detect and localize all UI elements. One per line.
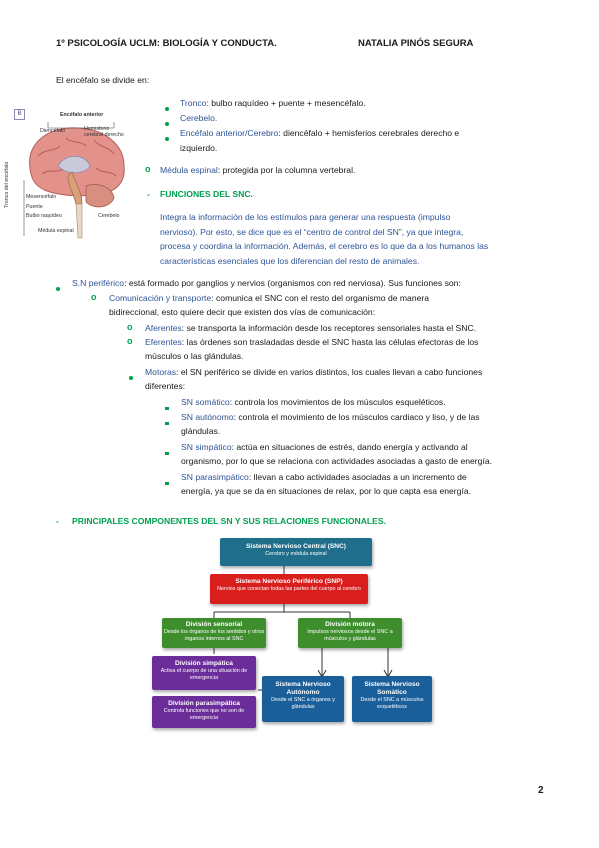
aferentes-item: Aferentes: se transporta la información … (145, 323, 477, 333)
square-bullet-icon (165, 447, 169, 457)
figure-badge: B (14, 109, 25, 120)
diagram-somatico-box: Sistema Nervioso Somático Desde el SNC a… (352, 676, 432, 722)
square-bullet-icon (165, 417, 169, 427)
list-item-cerebelo: Cerebelo. (180, 113, 218, 123)
componentes-title: PRINCIPALES COMPONENTES DEL SN Y SUS REL… (72, 516, 387, 526)
label-bulbo: Bulbo raquídeo (26, 213, 62, 219)
snp-item: S.N periférico: está formado por ganglio… (72, 278, 461, 288)
circle-bullet-icon: o (127, 322, 133, 332)
circle-bullet-icon: o (91, 292, 97, 302)
eferentes-cont: músculos o las glándulas. (145, 351, 244, 361)
diagram-simpatica-box: División simpática Activa el cuerpo de u… (152, 656, 256, 690)
funciones-title: FUNCIONES DEL SNC. (160, 189, 253, 199)
list-item-cerebro-cont: izquierdo. (180, 143, 218, 153)
circle-bullet-icon: o (127, 336, 133, 346)
list-item-cerebro: Encéfalo anterior/Cerebro: diencéfalo + … (180, 128, 460, 138)
comunicacion-cont: bidireccional, esto quiere decir que exi… (109, 307, 376, 317)
bullet-icon (129, 372, 133, 382)
dash-icon: - (147, 189, 150, 199)
header-left: 1º PSICOLOGÍA UCLM: BIOLOGÍA Y CONDUCTA. (56, 38, 277, 49)
page-number: 2 (538, 785, 544, 796)
label-puente: Puente (26, 204, 43, 210)
comunicacion-item: Comunicación y transporte: comunica el S… (109, 293, 430, 303)
intro-text: El encéfalo se divide en: (56, 75, 150, 85)
dash-icon: - (56, 516, 59, 526)
parasimpatico-cont: energía, ya que se da en situaciones de … (181, 486, 471, 496)
eferentes-item: Eferentes: las órdenes son trasladadas d… (145, 337, 479, 347)
diagram-autonomo-box: Sistema Nervioso Autónomo Desde el SNC a… (262, 676, 344, 722)
brain-figure: B Encéfalo anterior Diencéfalo Hemisferi… (4, 108, 134, 243)
label-medula: Médula espinal (38, 228, 74, 234)
label-hemisferio: Hemisferio cerebral derecho (84, 126, 124, 138)
motoras-item: Motoras: el SN periférico se divide en v… (145, 367, 483, 377)
label-tronco: Tronco del encéfalo (4, 161, 10, 208)
bullet-icon (165, 118, 169, 128)
label-cerebelo: Cerebelo (98, 213, 120, 219)
autonomo-item: SN autónomo: controla el movimiento de l… (181, 412, 480, 422)
bullet-icon (165, 133, 169, 143)
brain-illustration (23, 122, 125, 239)
diagram-sensorial-box: División sensorial Desde los órganos de … (162, 618, 266, 648)
label-anterior: Encéfalo anterior (60, 112, 104, 118)
circle-bullet-icon: o (145, 164, 151, 174)
medula-item: Médula espinal: protegida por la columna… (160, 165, 356, 175)
square-bullet-icon (165, 477, 169, 487)
label-diencefalo: Diencéfalo (40, 128, 66, 134)
motoras-cont: diferentes: (145, 381, 186, 391)
bullet-icon (165, 103, 169, 113)
simpatico-item: SN simpático: actúa en situaciones de es… (181, 442, 468, 452)
square-bullet-icon (165, 402, 169, 412)
diagram-parasimpatica-box: División parasimpática Controla funcione… (152, 696, 256, 728)
parasimpatico-item: SN parasimpático: llevan a cabo activida… (181, 472, 467, 482)
diagram-snc-box: Sistema Nervioso Central (SNC) Cerebro y… (220, 538, 372, 566)
diagram-snp-box: Sistema Nervioso Periférico (SNP) Nervio… (210, 574, 368, 604)
diagram-motora-box: División motora Impulsos nerviosos desde… (298, 618, 402, 648)
autonomo-cont: glándulas. (181, 426, 221, 436)
list-item-tronco: Tronco: bulbo raquídeo + puente + mesenc… (180, 98, 366, 108)
header-right: NATALIA PINÓS SEGURA (358, 38, 474, 49)
label-mesencefalo: Mesencéfalo (26, 194, 57, 200)
bullet-icon (56, 283, 60, 293)
somatico-item: SN somático: controla los movimientos de… (181, 397, 446, 407)
simpatico-cont: organismo, por lo que se relaciona con a… (181, 456, 493, 466)
funciones-paragraph: Integra la información de los estímulos … (160, 212, 489, 266)
